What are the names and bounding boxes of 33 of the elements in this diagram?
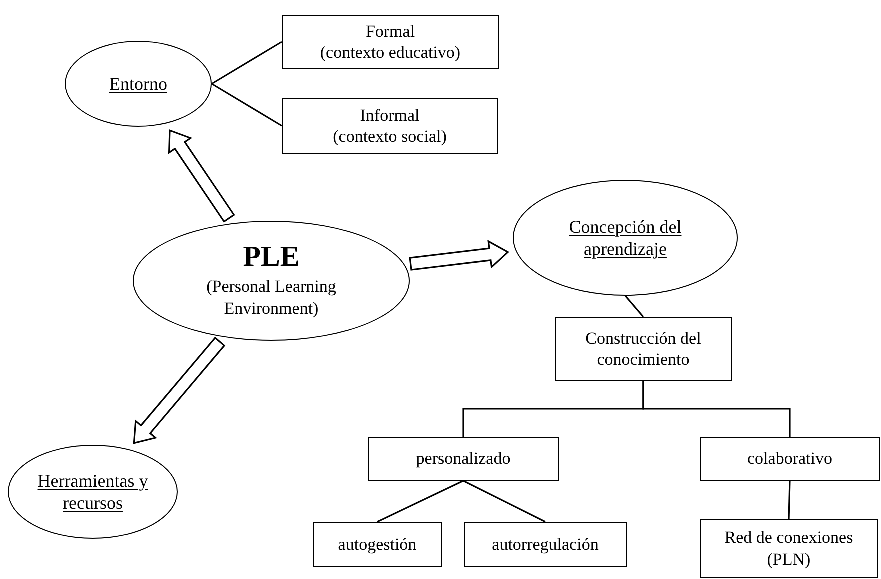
concept-label: Construcción del conocimiento xyxy=(584,328,702,370)
concept-label: Herramientas y recursos xyxy=(36,470,150,514)
concept-box xyxy=(700,437,880,481)
block-arrow xyxy=(168,129,236,223)
connector-line xyxy=(624,295,644,318)
connector-line xyxy=(212,41,282,85)
concept-label: Red de conexiones (PLN) xyxy=(724,527,854,570)
concept-label: (contexto social) xyxy=(332,126,448,148)
concept-box xyxy=(313,522,442,567)
connector-line xyxy=(377,480,464,523)
connector-line xyxy=(642,381,791,437)
concept-label: (contexto educativo) xyxy=(319,42,462,64)
block-arrow xyxy=(133,336,226,444)
connector-line xyxy=(463,480,546,523)
concept-label: Informal xyxy=(359,104,421,126)
concept-box xyxy=(368,437,559,481)
concept-label: colaborativo xyxy=(746,448,834,470)
connector-line xyxy=(788,480,791,520)
concept-box xyxy=(464,522,627,567)
concept-label: autorregulación xyxy=(491,534,600,556)
concept-label: (Personal Learning Environment) xyxy=(206,276,338,319)
concept-box xyxy=(700,519,878,578)
concept-label: Formal xyxy=(364,20,416,42)
concept-label: Concepción del aprendizaje xyxy=(568,216,683,260)
concept-box xyxy=(555,317,732,381)
diagram-heading: PLE xyxy=(243,243,300,272)
concept-label: autogestión xyxy=(337,534,418,556)
concept-box xyxy=(282,15,499,69)
concept-box xyxy=(282,98,498,154)
concept-label: personalizado xyxy=(415,448,512,470)
concept-label: Entorno xyxy=(108,72,168,96)
connector-line xyxy=(212,83,282,127)
block-arrow xyxy=(409,240,510,271)
